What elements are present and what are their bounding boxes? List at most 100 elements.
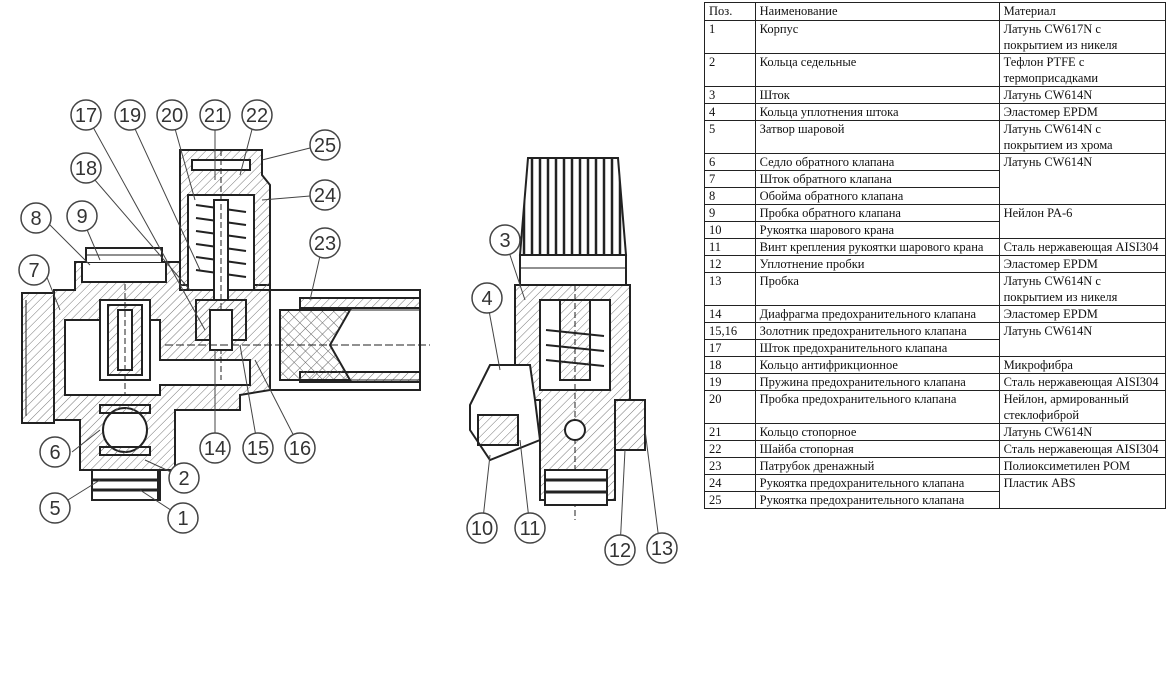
cell-pos: 19 xyxy=(704,373,756,391)
cell-material: Латунь CW617N с покрытием из никеля xyxy=(998,20,1167,54)
cell-name: Седло обратного клапана xyxy=(754,153,1000,171)
svg-text:2: 2 xyxy=(178,468,189,490)
svg-text:10: 10 xyxy=(471,518,493,540)
cell-pos: 25 xyxy=(704,491,756,509)
svg-text:20: 20 xyxy=(161,105,183,127)
cell-pos: 14 xyxy=(704,305,756,323)
callout-11: 11 xyxy=(514,512,546,544)
callout-9: 9 xyxy=(66,200,98,232)
cell-material: Полиоксиметилен POM xyxy=(998,457,1167,475)
cell-name: Корпус xyxy=(754,20,1000,54)
cell-name: Шайба стопорная xyxy=(754,440,1000,458)
cell-pos: 13 xyxy=(704,272,756,306)
callout-12: 12 xyxy=(604,534,636,566)
cell-pos: 23 xyxy=(704,457,756,475)
cell-name: Шток обратного клапана xyxy=(754,170,1000,188)
cell-material: Латунь CW614N с покрытием из хрома xyxy=(998,120,1167,154)
cell-pos: 8 xyxy=(704,187,756,205)
cell-name: Шток предохранительного клапана xyxy=(754,339,1000,357)
svg-text:21: 21 xyxy=(204,105,226,127)
cell-pos: 11 xyxy=(704,238,756,256)
ball xyxy=(102,407,148,453)
cell-material: Эластомер EPDM xyxy=(998,103,1167,121)
header-pos: Поз. xyxy=(704,2,756,21)
cell-pos: 24 xyxy=(704,474,756,492)
cell-name: Винт крепления рукоятки шарового крана xyxy=(754,238,1000,256)
cell-pos: 10 xyxy=(704,221,756,239)
callout-8: 8 xyxy=(20,202,52,234)
cell-material: Латунь CW614N xyxy=(998,423,1167,441)
header-material: Материал xyxy=(998,2,1167,21)
cell-material: Латунь CW614N xyxy=(998,322,1167,357)
svg-text:12: 12 xyxy=(609,540,631,562)
svg-text:7: 7 xyxy=(28,260,39,282)
callout-18: 18 xyxy=(70,152,102,184)
cell-material: Нейлон PA-6 xyxy=(998,204,1167,239)
callout-7: 7 xyxy=(18,254,50,286)
cell-pos: 3 xyxy=(704,86,756,104)
cell-pos: 5 xyxy=(704,120,756,154)
cell-material: Латунь CW614N xyxy=(998,153,1167,205)
svg-text:15: 15 xyxy=(247,438,269,460)
cell-pos: 6 xyxy=(704,153,756,171)
cell-pos: 17 xyxy=(704,339,756,357)
callout-15: 15 xyxy=(242,432,274,464)
svg-text:9: 9 xyxy=(76,206,87,228)
svg-text:8: 8 xyxy=(30,208,41,230)
cell-name: Затвор шаровой xyxy=(754,120,1000,154)
cell-name: Кольца седельные xyxy=(754,53,1000,87)
callout-4: 4 xyxy=(471,282,503,314)
valve-drawing: 1 2 3 4 5 6 7 8 9 10 11 12 13 14 15 16 1… xyxy=(18,99,678,566)
callout-25: 25 xyxy=(309,129,341,161)
callout-14: 14 xyxy=(199,432,231,464)
cell-material: Тефлон PTFE с термоприсадками xyxy=(998,53,1167,87)
svg-text:1: 1 xyxy=(177,508,188,530)
cell-material: Эластомер EPDM xyxy=(998,255,1167,273)
svg-text:17: 17 xyxy=(75,105,97,127)
svg-text:16: 16 xyxy=(289,438,311,460)
cell-pos: 15,16 xyxy=(704,322,756,340)
cell-name: Рукоятка предохранительного клапана xyxy=(754,491,1000,509)
cell-pos: 1 xyxy=(704,20,756,54)
callout-22: 22 xyxy=(241,99,273,131)
cell-name: Пружина предохранительного клапана xyxy=(754,373,1000,391)
side-bottom-cap xyxy=(544,469,608,506)
cell-material: Пластик ABS xyxy=(998,474,1167,509)
svg-text:14: 14 xyxy=(204,438,226,460)
cell-pos: 12 xyxy=(704,255,756,273)
callout-23: 23 xyxy=(309,227,341,259)
check-valve-plug xyxy=(81,261,167,283)
callout-6: 6 xyxy=(39,436,71,468)
cell-material: Нейлон, армированный стеклофиброй xyxy=(998,390,1167,424)
svg-text:3: 3 xyxy=(499,230,510,252)
callout-21: 21 xyxy=(199,99,231,131)
callout-24: 24 xyxy=(309,179,341,211)
callout-17: 17 xyxy=(70,99,102,131)
cell-name: Обойма обратного клапана xyxy=(754,187,1000,205)
cell-material: Микрофибра xyxy=(998,356,1167,374)
front-section-view xyxy=(21,149,430,501)
svg-text:5: 5 xyxy=(49,498,60,520)
callout-2: 2 xyxy=(168,462,200,494)
cell-material: Сталь нержавеющая AISI304 xyxy=(998,238,1167,256)
callout-1: 1 xyxy=(167,502,199,534)
svg-text:19: 19 xyxy=(119,105,141,127)
svg-text:13: 13 xyxy=(651,538,673,560)
cell-name: Пробка обратного клапана xyxy=(754,204,1000,222)
svg-text:11: 11 xyxy=(520,518,541,540)
